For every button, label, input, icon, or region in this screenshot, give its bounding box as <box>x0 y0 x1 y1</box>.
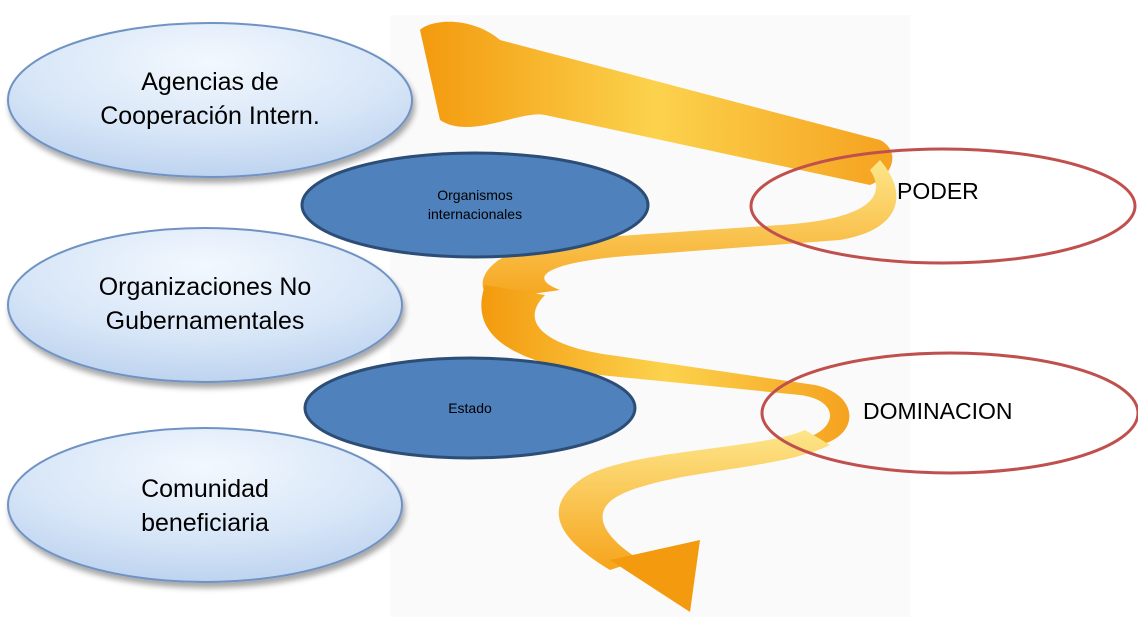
left-ovals <box>7 22 413 583</box>
middle-ovals <box>300 151 650 460</box>
node-organismos-internacionales: Organismos internacionales <box>427 187 523 222</box>
node-organizaciones-no-gubernamentales: Organizaciones No Gubernamentales <box>98 273 312 335</box>
node-agencias-cooperacion: Agencias de Cooperación Intern. <box>100 68 320 130</box>
node-dominacion: DOMINACION <box>863 398 1013 425</box>
node-estado: Estado <box>448 399 492 416</box>
right-ovals <box>749 147 1138 475</box>
node-poder: PODER <box>897 178 979 205</box>
node-comunidad-beneficiaria: Comunidad beneficiaria <box>141 475 269 537</box>
spiral-arrow <box>420 21 897 612</box>
